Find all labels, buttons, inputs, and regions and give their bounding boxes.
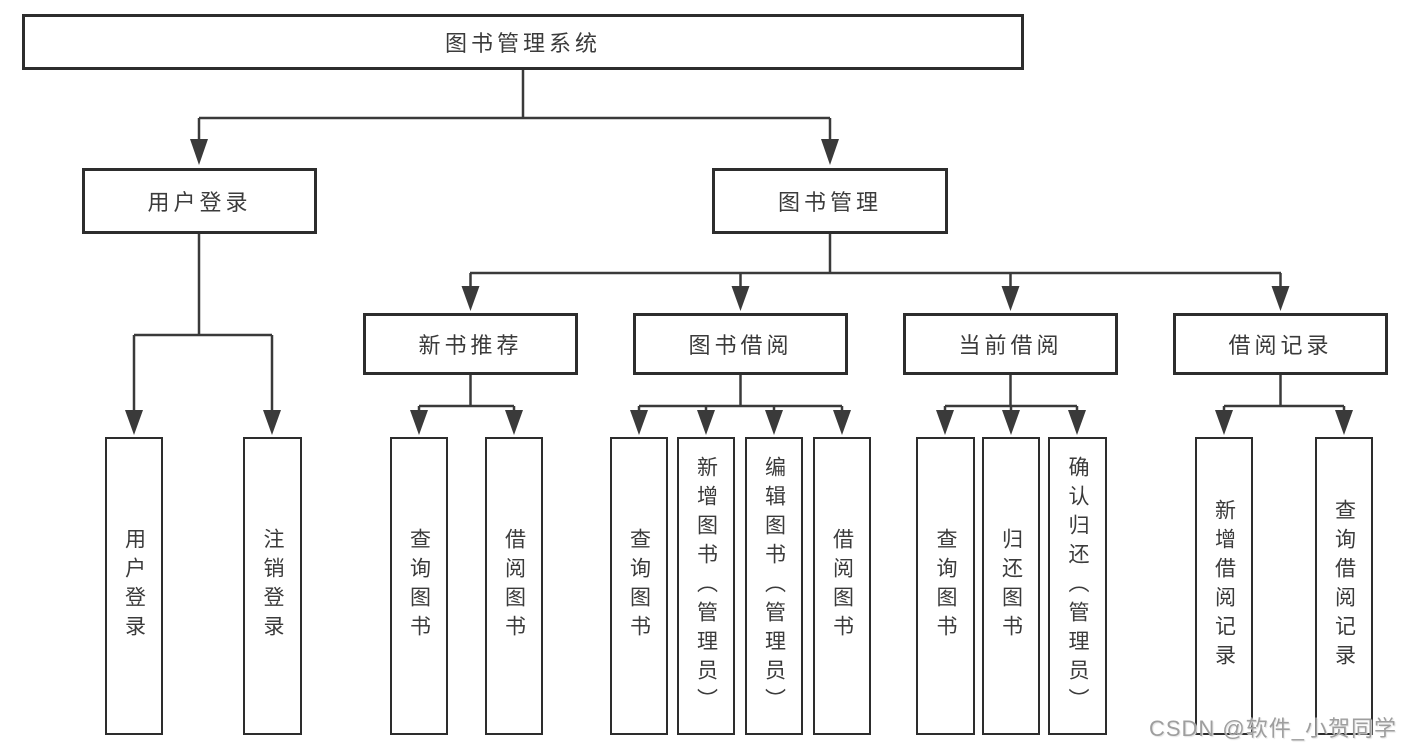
arrow-down-icon: [1002, 410, 1020, 435]
node-current-borrowing: 当前借阅: [903, 313, 1118, 375]
leaf-newbooks-query-books-label: 查询图书: [407, 528, 431, 644]
leaf-logout: 注销登录: [243, 437, 302, 735]
arrow-down-icon: [821, 139, 839, 165]
arrow-down-icon: [190, 139, 208, 165]
arrow-down-icon: [1215, 410, 1233, 435]
leaf-records-query-record-label: 查询借阅记录: [1332, 499, 1356, 673]
leaf-logout-label: 注销登录: [261, 528, 284, 644]
node-root-label: 图书管理系统: [444, 31, 601, 56]
leaf-borrow-add-book-admin-label: 新增图书（管理员）: [694, 455, 718, 717]
arrow-down-icon: [1271, 286, 1290, 311]
leaf-newbooks-borrow-books-label: 借阅图书: [502, 528, 526, 644]
arrow-down-icon: [697, 410, 715, 435]
node-current-borrowing-label: 当前借阅: [958, 333, 1063, 358]
arrow-down-icon: [263, 410, 281, 435]
leaf-current-query-books-label: 查询图书: [934, 528, 957, 644]
arrow-down-icon: [505, 410, 523, 435]
leaf-current-return-books: 归还图书: [982, 437, 1040, 735]
leaf-borrow-edit-book-admin-label: 编辑图书（管理员）: [762, 455, 786, 717]
node-book-borrowing: 图书借阅: [633, 313, 848, 375]
node-book-management: 图书管理: [712, 168, 948, 234]
leaf-newbooks-borrow-books: 借阅图书: [485, 437, 543, 735]
node-user-login-label: 用户登录: [147, 190, 252, 215]
leaf-borrow-borrow-books-label: 借阅图书: [830, 528, 854, 644]
leaf-borrow-edit-book-admin: 编辑图书（管理员）: [745, 437, 803, 735]
node-new-book-recommendation: 新书推荐: [363, 313, 578, 375]
leaf-borrow-query-books: 查询图书: [610, 437, 668, 735]
arrow-down-icon: [1068, 410, 1086, 435]
arrow-down-icon: [1001, 286, 1020, 311]
leaf-current-return-books-label: 归还图书: [999, 528, 1023, 644]
node-book-management-label: 图书管理: [777, 190, 882, 215]
arrow-down-icon: [410, 410, 428, 435]
arrow-down-icon: [936, 410, 954, 435]
leaf-user-login: 用户登录: [105, 437, 163, 735]
leaf-current-confirm-return-admin-label: 确认归还（管理员）: [1066, 455, 1089, 717]
leaf-newbooks-query-books: 查询图书: [390, 437, 448, 735]
leaf-records-add-record-label: 新增借阅记录: [1212, 499, 1236, 673]
arrow-down-icon: [461, 286, 480, 311]
leaf-records-add-record: 新增借阅记录: [1195, 437, 1253, 735]
leaf-borrow-query-books-label: 查询图书: [627, 528, 651, 644]
leaf-current-confirm-return-admin: 确认归还（管理员）: [1048, 437, 1107, 735]
node-new-book-recommendation-label: 新书推荐: [418, 333, 523, 358]
node-root: 图书管理系统: [22, 14, 1024, 70]
arrow-down-icon: [833, 410, 851, 435]
leaf-borrow-add-book-admin: 新增图书（管理员）: [677, 437, 735, 735]
node-book-borrowing-label: 图书借阅: [688, 333, 793, 358]
leaf-user-login-label: 用户登录: [122, 528, 146, 644]
arrow-down-icon: [731, 286, 750, 311]
node-borrowing-records-label: 借阅记录: [1228, 333, 1333, 358]
leaf-current-query-books: 查询图书: [916, 437, 975, 735]
node-user-login: 用户登录: [82, 168, 317, 234]
arrow-down-icon: [1335, 410, 1353, 435]
arrow-down-icon: [125, 410, 143, 435]
arrowhead-icons: [125, 139, 1353, 435]
arrow-down-icon: [765, 410, 783, 435]
node-borrowing-records: 借阅记录: [1173, 313, 1388, 375]
arrow-down-icon: [630, 410, 648, 435]
leaf-borrow-borrow-books: 借阅图书: [813, 437, 871, 735]
leaf-records-query-record: 查询借阅记录: [1315, 437, 1373, 735]
csdn-watermark: CSDN @软件_小贺同学: [1148, 716, 1397, 741]
